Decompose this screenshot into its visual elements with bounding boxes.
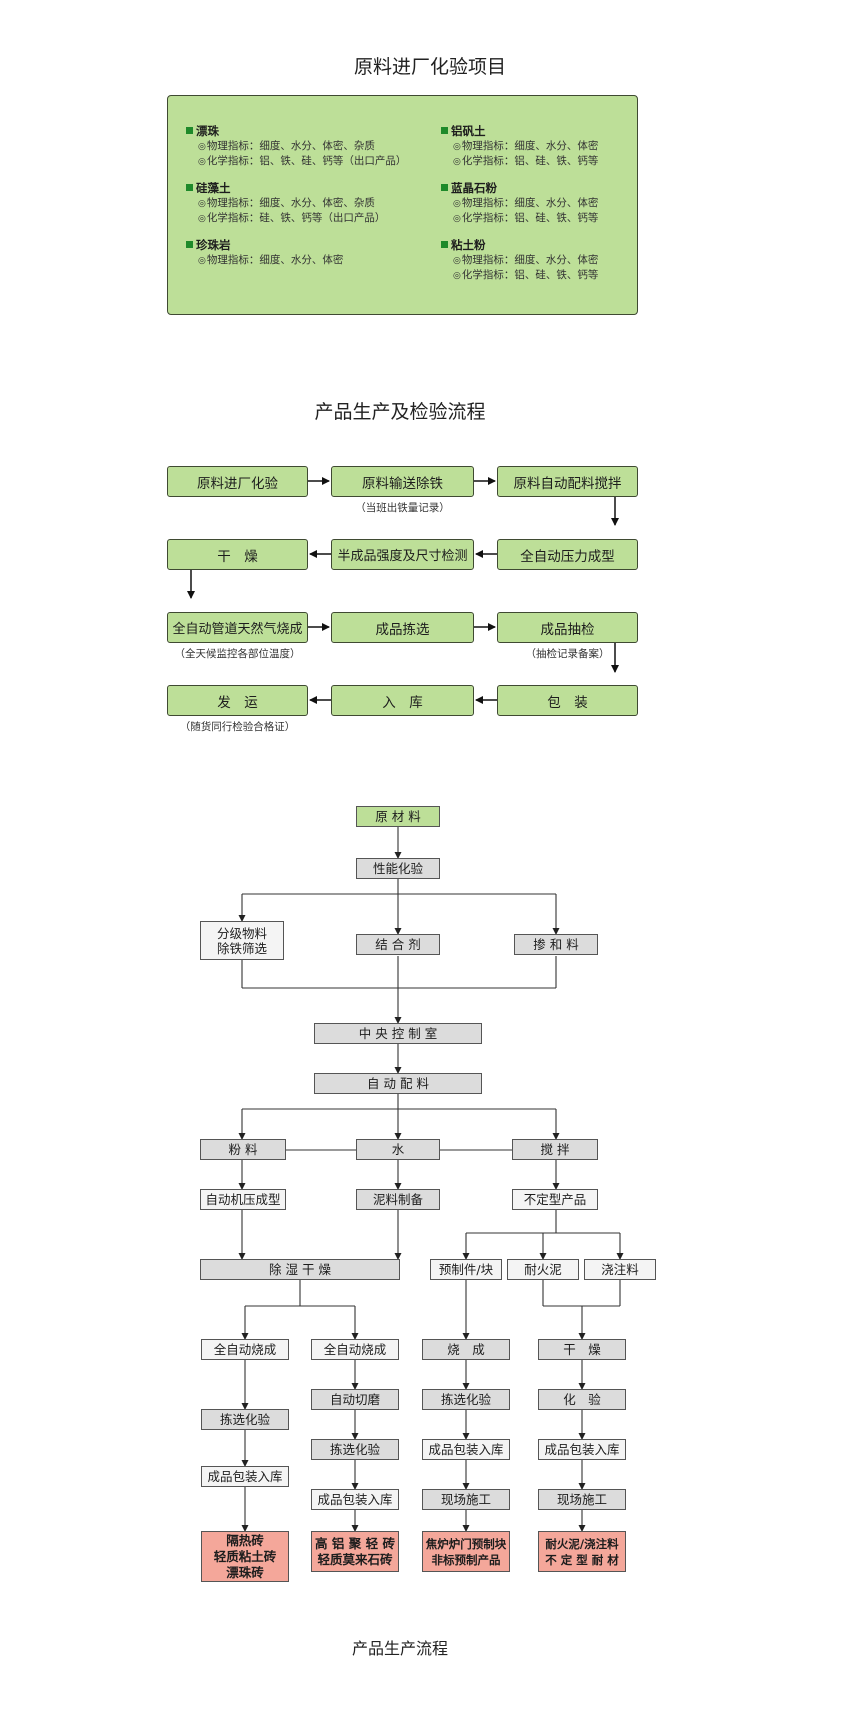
bullet-icon: ◎: [453, 142, 461, 152]
bullet-icon: ◎: [453, 199, 461, 209]
node-precast: 预制件/块: [430, 1259, 502, 1280]
green-square-icon: [186, 127, 193, 134]
bullet-icon: ◎: [453, 214, 461, 224]
node-mixing: 搅 拌: [512, 1139, 598, 1160]
material-2: 硅藻土 ◎物理指标：细度、水分、体密、杂质 ◎化学指标：硅、铁、钙等（出口产品）: [186, 181, 406, 226]
step-press-forming: 全自动压力成型: [497, 539, 638, 570]
bullet-icon: ◎: [198, 256, 206, 266]
node-product-c: 焦炉炉门预制块 非标预制产品: [422, 1531, 510, 1572]
node-sort-test-b: 拣选化验: [311, 1439, 399, 1460]
node-auto-firing-a: 全自动烧成: [201, 1339, 289, 1360]
node-performance-test: 性能化验: [356, 858, 440, 879]
step-shipping: 发 运: [167, 685, 308, 716]
note-sampling-record: （抽检记录备案）: [525, 648, 610, 660]
node-auto-firing-b: 全自动烧成: [311, 1339, 399, 1360]
green-square-icon: [441, 184, 448, 191]
node-product-b: 高 铝 聚 轻 砖 轻质莫来石砖: [311, 1531, 399, 1572]
node-site-construction-d: 现场施工: [538, 1489, 626, 1510]
node-admixture: 掺 和 料: [514, 934, 598, 955]
material-4: 铝矾土 ◎物理指标：细度、水分、体密 ◎化学指标：铝、硅、铁、钙等: [441, 124, 661, 169]
node-castable: 浇注料: [584, 1259, 656, 1280]
step-sampling-check: 成品抽检: [497, 612, 638, 643]
step-sorting: 成品拣选: [331, 612, 474, 643]
bullet-icon: ◎: [198, 199, 206, 209]
node-auto-cutting: 自动切磨: [311, 1389, 399, 1410]
section3-caption: 产品生产流程: [351, 1639, 448, 1658]
node-firing-c: 烧 成: [422, 1339, 510, 1360]
step-warehousing: 入 库: [331, 685, 474, 716]
step-conveying-iron-removal: 原料输送除铁: [331, 466, 474, 497]
green-square-icon: [441, 241, 448, 248]
bullet-icon: ◎: [198, 142, 206, 152]
node-raw-material: 原 材 料: [356, 806, 440, 827]
node-unshaped-products: 不定型产品: [512, 1189, 598, 1210]
material-1: 漂珠 ◎物理指标：细度、水分、体密、杂质 ◎化学指标：铝、铁、硅、钙等（出口产品…: [186, 124, 406, 169]
node-pack-store-a: 成品包装入库: [201, 1466, 289, 1487]
note-iron-record: （当班出铁量记录）: [355, 502, 450, 514]
step-packing: 包 装: [497, 685, 638, 716]
node-press-forming: 自动机压成型: [200, 1189, 286, 1210]
node-powder: 粉 料: [200, 1139, 286, 1160]
node-binder: 结 合 剂: [356, 934, 440, 955]
step-auto-batching: 原料自动配料搅拌: [497, 466, 638, 497]
node-pack-store-c: 成品包装入库: [422, 1439, 510, 1460]
bullet-icon: ◎: [198, 157, 206, 167]
node-sort-test-a: 拣选化验: [201, 1409, 289, 1430]
node-drying-d: 干 燥: [538, 1339, 626, 1360]
green-square-icon: [186, 241, 193, 248]
bullet-icon: ◎: [453, 271, 461, 281]
bullet-icon: ◎: [198, 214, 206, 224]
node-pack-store-d: 成品包装入库: [538, 1439, 626, 1460]
raw-material-panel: 漂珠 ◎物理指标：细度、水分、体密、杂质 ◎化学指标：铝、铁、硅、钙等（出口产品…: [167, 95, 638, 315]
note-temperature: （全天候监控各部位温度）: [174, 648, 301, 660]
node-pack-store-b: 成品包装入库: [311, 1489, 399, 1510]
note-certificate: （随货同行检验合格证）: [179, 721, 296, 733]
node-central-control: 中 央 控 制 室: [314, 1023, 482, 1044]
step-gas-firing: 全自动管道天然气烧成: [167, 612, 308, 643]
node-site-construction-c: 现场施工: [422, 1489, 510, 1510]
step-drying: 干 燥: [167, 539, 308, 570]
step-raw-material-test: 原料进厂化验: [167, 466, 308, 497]
bullet-icon: ◎: [453, 157, 461, 167]
node-dehumidify-drying: 除 湿 干 燥: [200, 1259, 400, 1280]
section1-title: 原料进厂化验项目: [353, 56, 506, 78]
material-6: 粘土粉 ◎物理指标：细度、水分、体密 ◎化学指标：铝、硅、铁、钙等: [441, 238, 661, 283]
node-mud-preparation: 泥料制备: [356, 1189, 440, 1210]
node-refractory-mortar: 耐火泥: [507, 1259, 579, 1280]
node-auto-batching: 自 动 配 料: [314, 1073, 482, 1094]
material-5: 蓝晶石粉 ◎物理指标：细度、水分、体密 ◎化学指标：铝、硅、铁、钙等: [441, 181, 661, 226]
node-product-a: 隔热砖 轻质粘土砖 漂珠砖: [201, 1531, 289, 1582]
process-arrows: [187, 477, 619, 704]
node-test-d: 化 验: [538, 1389, 626, 1410]
bullet-icon: ◎: [453, 256, 461, 266]
node-sort-test-c: 拣选化验: [422, 1389, 510, 1410]
node-graded-material: 分级物料 除铁筛选: [200, 921, 284, 960]
node-water: 水: [356, 1139, 440, 1160]
node-product-d: 耐火泥/浇注料 不 定 型 耐 材: [538, 1531, 626, 1572]
step-semi-product-check: 半成品强度及尺寸检测: [331, 539, 474, 570]
material-3: 珍珠岩 ◎物理指标：细度、水分、体密: [186, 238, 406, 268]
section2-title: 产品生产及检验流程: [314, 401, 486, 423]
green-square-icon: [186, 184, 193, 191]
green-square-icon: [441, 127, 448, 134]
